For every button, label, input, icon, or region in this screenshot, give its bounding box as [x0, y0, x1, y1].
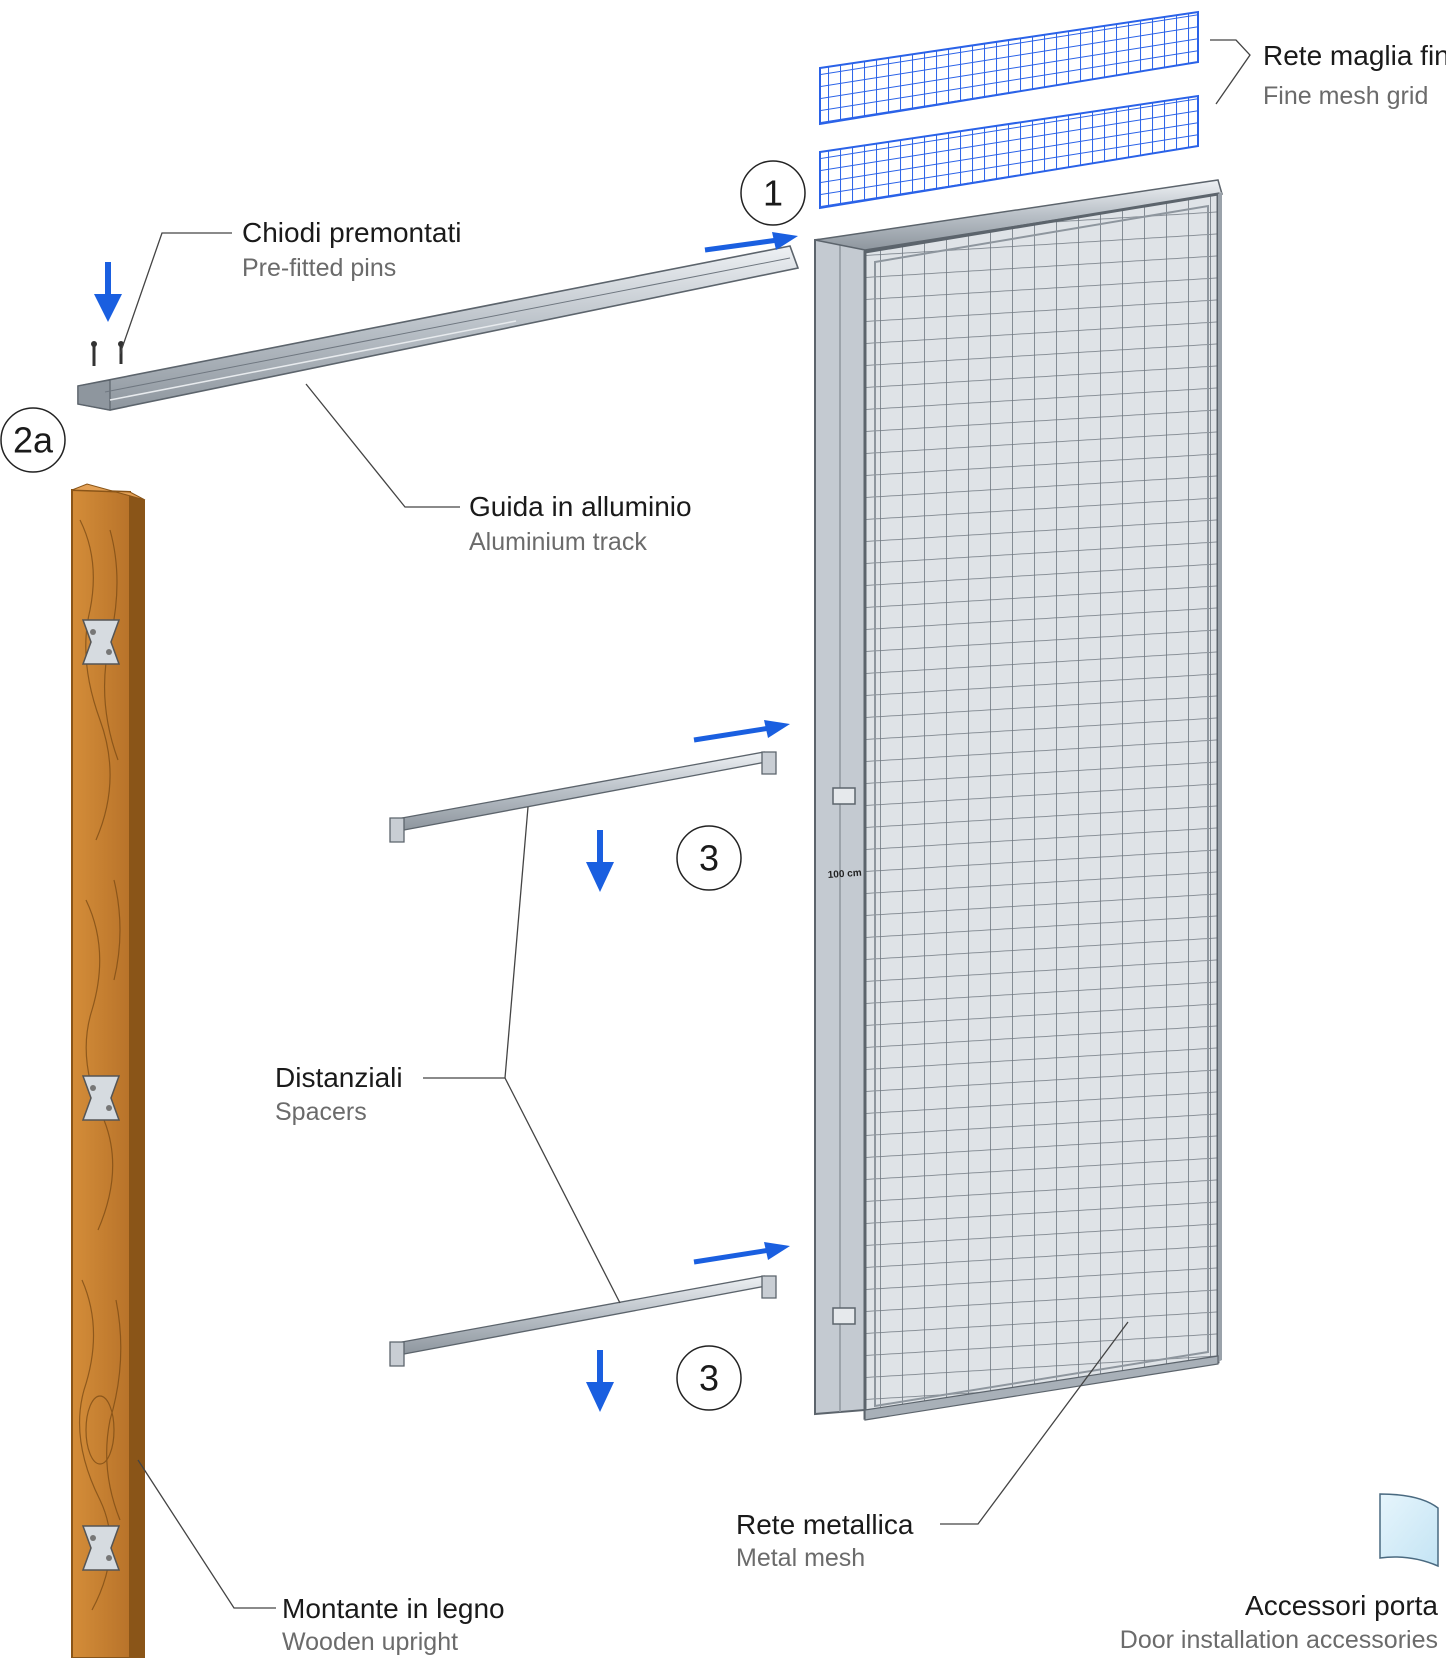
- label-accessories-en: Door installation accessories: [1120, 1626, 1438, 1654]
- label-spacers-it: Distanziali: [275, 1062, 403, 1093]
- arrow-down-spacer-upper: [586, 830, 614, 892]
- frame-bottom-rail: [864, 1355, 1219, 1421]
- spacer-upper: [389, 751, 777, 843]
- upright-side: [130, 492, 145, 1658]
- door-pocket-frame: 100 cm: [814, 179, 1223, 1421]
- step-marker-3-lower: 3: [676, 1345, 742, 1411]
- label-fine-mesh-en: Fine mesh grid: [1263, 82, 1428, 110]
- metal-bracket-bottom: [81, 1525, 121, 1571]
- fine-mesh-sheet-upper: [819, 10, 1199, 126]
- label-track-en: Aluminium track: [469, 528, 647, 556]
- label-pins: Chiodi premontati Pre-fitted pins: [242, 217, 461, 282]
- label-fine-mesh-it: Rete maglia fine: [1263, 40, 1446, 71]
- wooden-upright: [71, 483, 146, 1659]
- metal-bracket-middle: [81, 1075, 121, 1121]
- label-spacers: Distanziali Spacers: [275, 1062, 403, 1126]
- arrow-down-spacer-lower: [586, 1350, 614, 1412]
- frame-clip-lower: [832, 1307, 856, 1325]
- fine-mesh-grids: [819, 10, 1199, 210]
- upright-top: [71, 483, 146, 501]
- leader-spacer-lower: [504, 1077, 621, 1304]
- label-accessories-it: Accessori porta: [1245, 1590, 1438, 1621]
- label-fine-mesh: Rete maglia fine Fine mesh grid: [1263, 40, 1446, 110]
- label-spacers-en: Spacers: [275, 1098, 367, 1126]
- leader-spacer-upper: [504, 806, 529, 1079]
- arrow-right-spacer-lower: [693, 1242, 790, 1265]
- label-metal-mesh-en: Metal mesh: [736, 1544, 865, 1572]
- label-metal-mesh-it: Rete metallica: [736, 1509, 914, 1540]
- leader-pins: [119, 232, 232, 355]
- metal-mesh-panel: [863, 192, 1220, 1420]
- label-track: Guida in alluminio Aluminium track: [469, 491, 692, 556]
- step-number-3-upper: 3: [699, 838, 719, 879]
- leader-track: [305, 383, 460, 508]
- arrow-down-pins: [94, 262, 122, 322]
- frame-right-edge: [1218, 192, 1222, 1362]
- label-upright-it: Montante in legno: [282, 1593, 505, 1624]
- arrow-right-track: [704, 232, 798, 253]
- metal-bracket-top: [81, 619, 121, 665]
- measure-mark: 100 cm: [827, 868, 862, 881]
- leader-metal-mesh: [940, 1321, 1129, 1525]
- label-upright-en: Wooden upright: [282, 1628, 458, 1656]
- upright-brackets: [81, 619, 121, 1571]
- pre-fitted-pins: [91, 341, 124, 366]
- leader-lines: [119, 39, 1251, 1609]
- step-marker-2a: 2a: [0, 407, 66, 473]
- upright-front: [71, 488, 131, 1659]
- step-number-3-lower: 3: [699, 1358, 719, 1399]
- step-number-2a: 2a: [13, 420, 54, 461]
- direction-arrows: [94, 232, 798, 1412]
- accessories-bag: [1379, 1493, 1439, 1568]
- label-metal-mesh: Rete metallica Metal mesh: [736, 1509, 914, 1572]
- label-accessories: Accessori porta Door installation access…: [1120, 1590, 1439, 1654]
- step-marker-1: 1: [740, 160, 806, 226]
- spacer-lower: [389, 1275, 777, 1367]
- arrow-right-spacer-upper: [693, 720, 790, 743]
- label-pins-en: Pre-fitted pins: [242, 254, 396, 282]
- step-number-1: 1: [763, 173, 783, 214]
- frame-clip-upper: [832, 787, 856, 805]
- label-track-it: Guida in alluminio: [469, 491, 692, 522]
- spacers: [389, 751, 777, 1367]
- aluminium-track: [77, 245, 800, 411]
- step-marker-3-upper: 3: [676, 825, 742, 891]
- fine-mesh-sheet-lower: [819, 94, 1199, 210]
- label-pins-it: Chiodi premontati: [242, 217, 461, 248]
- leader-upright: [137, 1459, 276, 1609]
- pin-left: [91, 341, 97, 366]
- label-upright: Montante in legno Wooden upright: [282, 1593, 505, 1656]
- leader-fine-mesh: [1210, 39, 1251, 105]
